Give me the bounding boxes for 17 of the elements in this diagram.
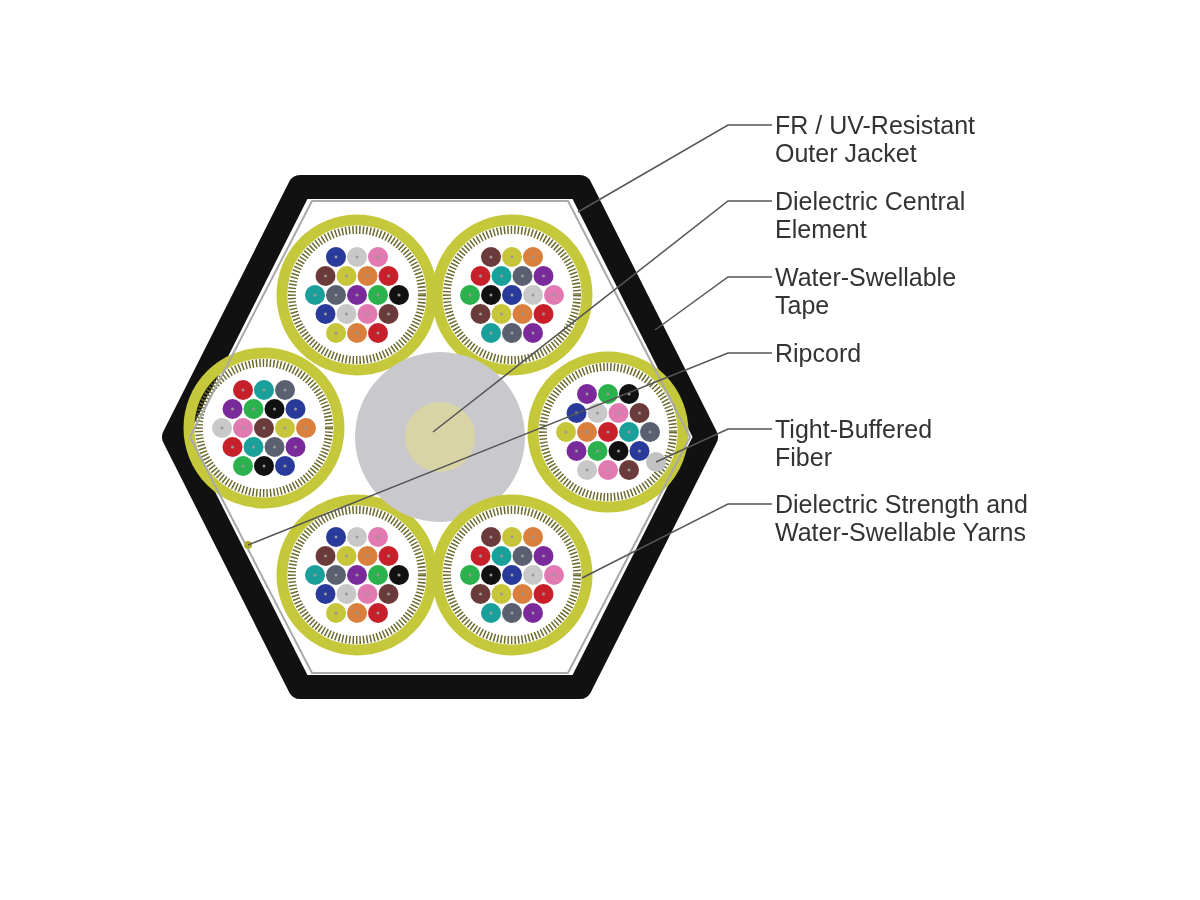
leader-line xyxy=(432,200,773,433)
ripcord xyxy=(244,541,252,549)
leader-line xyxy=(581,503,773,579)
leader-line xyxy=(577,124,773,213)
central-element xyxy=(355,352,525,522)
leader-line xyxy=(247,352,773,546)
callout-label: Water-Swellable Tape xyxy=(775,263,990,319)
leader-line xyxy=(654,276,773,331)
callout-label: FR / UV-Resistant Outer Jacket xyxy=(775,111,1010,167)
callout-label: Dielectric Central Element xyxy=(775,187,1025,243)
callout-label: Tight-Buffered Fiber xyxy=(775,415,975,471)
callout-label: Dielectric Strength and Water-Swellable Yarns xyxy=(775,490,1075,546)
leader-line xyxy=(655,428,773,463)
tight-buffered-fiber xyxy=(646,452,666,472)
yarn-ring xyxy=(431,494,593,656)
callout-label: Ripcord xyxy=(775,339,1075,367)
water-swellable-tape xyxy=(189,200,691,674)
